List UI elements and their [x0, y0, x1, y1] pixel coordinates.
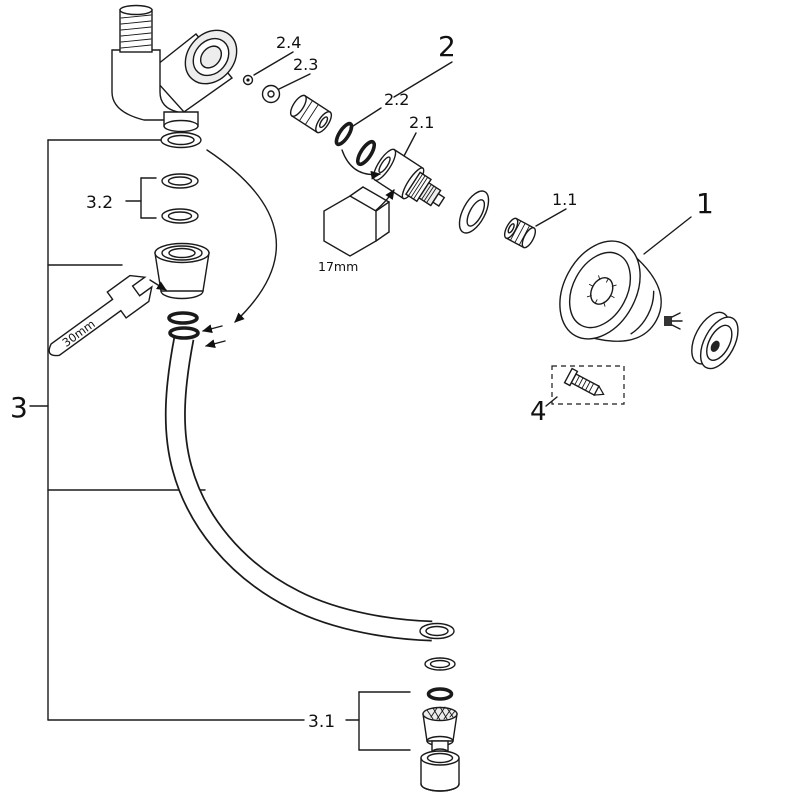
- grub-screw: [563, 367, 605, 396]
- handle-clip: [664, 312, 683, 330]
- top-seal-washer: [160, 131, 202, 149]
- wrench-30mm: 30mm: [48, 274, 153, 357]
- handle-cap: [691, 311, 739, 370]
- bracket-group-3: [29, 139, 305, 721]
- label-tool-30mm: 30mm: [60, 317, 98, 350]
- cartridge-part-2-1: [372, 148, 446, 207]
- hex-to-cartridge-arrow: [373, 189, 395, 213]
- washer-part-2-3: [261, 84, 281, 104]
- aerator-insert: [422, 706, 458, 756]
- bracket-part-3-1: [345, 691, 411, 751]
- label-part-2-3: 2.3: [293, 55, 318, 74]
- label-group-4: 4: [530, 397, 547, 427]
- label-part-1-1: 1.1: [552, 190, 577, 209]
- label-part-2-4: 2.4: [276, 33, 301, 52]
- aerator-housing-cap: [420, 750, 460, 792]
- handle-spline-socket: [586, 275, 617, 307]
- wall-union-elbow: [111, 4, 238, 133]
- escutcheon-ring: [458, 190, 490, 234]
- label-group-2: 2: [438, 30, 456, 63]
- coupler-part-2-2: [289, 94, 333, 134]
- screw-part-2-4: [242, 74, 254, 86]
- label-group-1: 1: [696, 187, 714, 220]
- spout-mounting-nut: [154, 242, 210, 300]
- label-tool-17mm: 17mm: [318, 259, 358, 274]
- label-part-2-1: 2.1: [409, 113, 434, 132]
- o-ring-small: [355, 139, 377, 167]
- spout-o-rings: [167, 311, 200, 340]
- label-group-3: 3: [10, 391, 28, 424]
- label-part-2-2: 2.2: [384, 90, 409, 109]
- spline-adapter-part-1-1: [503, 217, 537, 249]
- o-ring-large: [334, 121, 354, 147]
- spout: [164, 336, 455, 642]
- wrench-direction-arrow: [149, 279, 167, 291]
- aerator-o-ring: [426, 687, 454, 701]
- label-part-3-1: 3.1: [308, 712, 335, 732]
- assembly-arrows: [202, 324, 226, 349]
- service-kit-part-4: [551, 365, 625, 405]
- swing-motion-arc: [206, 149, 278, 323]
- aerator-mesh: [426, 706, 456, 721]
- handle-knob: [559, 240, 662, 342]
- o-rings-part-3-2: [161, 173, 199, 224]
- label-part-3-2: 3.2: [86, 193, 113, 213]
- bottom-seal-ring: [424, 657, 456, 671]
- hex-socket-17mm: [323, 186, 390, 257]
- thread-hatch: [120, 14, 152, 49]
- rotation-arrow: [341, 149, 381, 180]
- bracket-part-3-2: [125, 177, 157, 219]
